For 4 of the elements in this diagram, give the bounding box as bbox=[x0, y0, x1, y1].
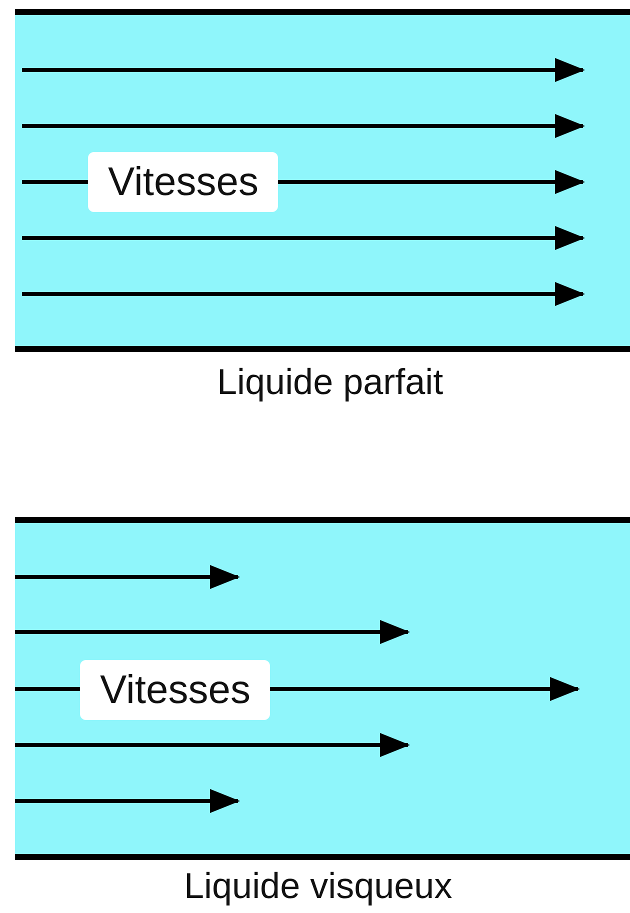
velocity-label: Vitesses bbox=[80, 660, 270, 720]
velocity-label: Vitesses bbox=[88, 152, 278, 212]
caption: Liquide visqueux bbox=[184, 868, 452, 904]
caption: Liquide parfait bbox=[217, 364, 444, 400]
